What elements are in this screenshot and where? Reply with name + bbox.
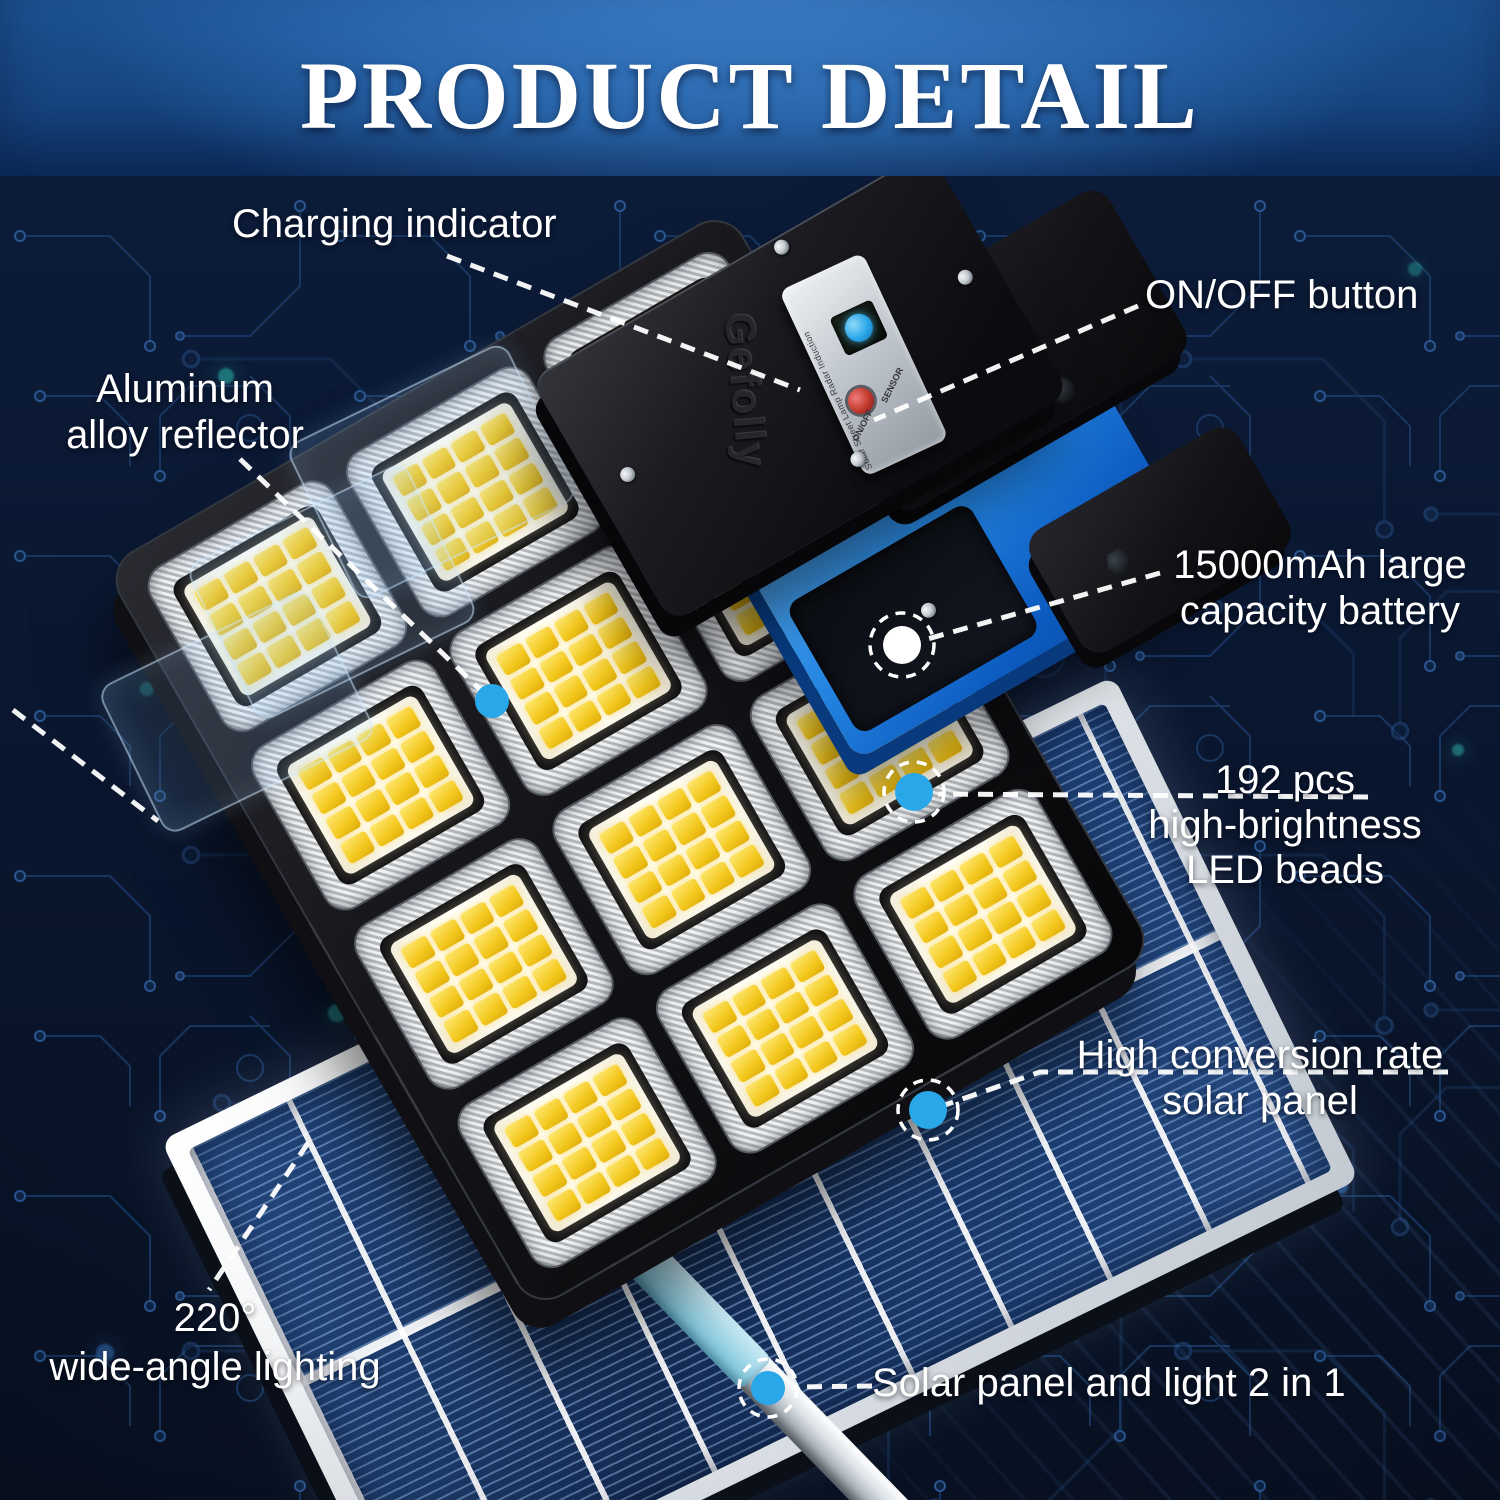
label-two-in-one: Solar panel and light 2 in 1 [872,1360,1346,1406]
screw-icon [955,267,976,288]
label-text: 192 pcs [1214,758,1356,802]
led-board [482,578,675,763]
radar-sensor-window [829,299,889,357]
led-board [585,757,778,942]
glow-dot [1452,744,1464,756]
led-module-frame [478,1038,696,1247]
label-text: High conversion rate [1076,1033,1444,1077]
led-module-frame [874,809,1092,1019]
label-text: alloy reflector [66,413,304,457]
title-band: PRODUCT DETAIL [0,0,1500,176]
led-board [886,821,1079,1006]
led-module-frame [676,924,894,1133]
label-text: wide-angle lighting [49,1344,381,1389]
label-onoff-button: ON/OFF button [1145,272,1418,318]
brand-logo: Gefolly [715,311,776,471]
label-battery: 15000mAh large capacity battery [1140,542,1500,634]
screw-icon [617,464,638,485]
label-text: solar panel [1162,1079,1358,1123]
screw-icon [771,236,792,258]
label-text: 220° [173,1296,257,1340]
label-text: LED beads [1186,847,1384,892]
label-text: ON/OFF button [1145,273,1419,317]
label-charging-indicator: Charging indicator [232,201,557,247]
plate-sensor-label: SENSOR [879,365,906,405]
led-module-frame [375,859,592,1068]
led-board [387,871,580,1056]
glow-dot [218,368,234,384]
label-text: high-brightness [1148,802,1422,847]
label-led-beads: 192 pcs high-brightness LED beads [1125,758,1445,892]
control-plate: Solar Street Lamp Radar Induction ON/OFF… [778,252,949,478]
glow-dot [96,1344,114,1362]
label-wide-angle: 220° wide-angle lighting [15,1294,415,1392]
led-module-frame [573,745,790,954]
label-solar-panel: High conversion rate solar panel [1055,1032,1465,1124]
led-board [688,936,881,1121]
label-aluminum-reflector: Aluminum alloy reflector [40,366,330,458]
label-text: capacity battery [1179,589,1461,633]
label-text: Charging indicator [232,202,557,246]
label-text: Solar panel and light 2 in 1 [872,1361,1346,1405]
glow-dot [328,1004,346,1022]
led-board [490,1050,683,1235]
page-title: PRODUCT DETAIL [300,42,1200,149]
label-text: 15000mAh large [1173,543,1467,587]
glow-dot [1408,262,1422,276]
charging-indicator-lens [840,309,878,347]
hex-bolt-icon [1101,544,1138,581]
label-text: Aluminum [96,367,274,411]
led-module-frame [470,566,687,775]
glow-dot [140,682,154,696]
